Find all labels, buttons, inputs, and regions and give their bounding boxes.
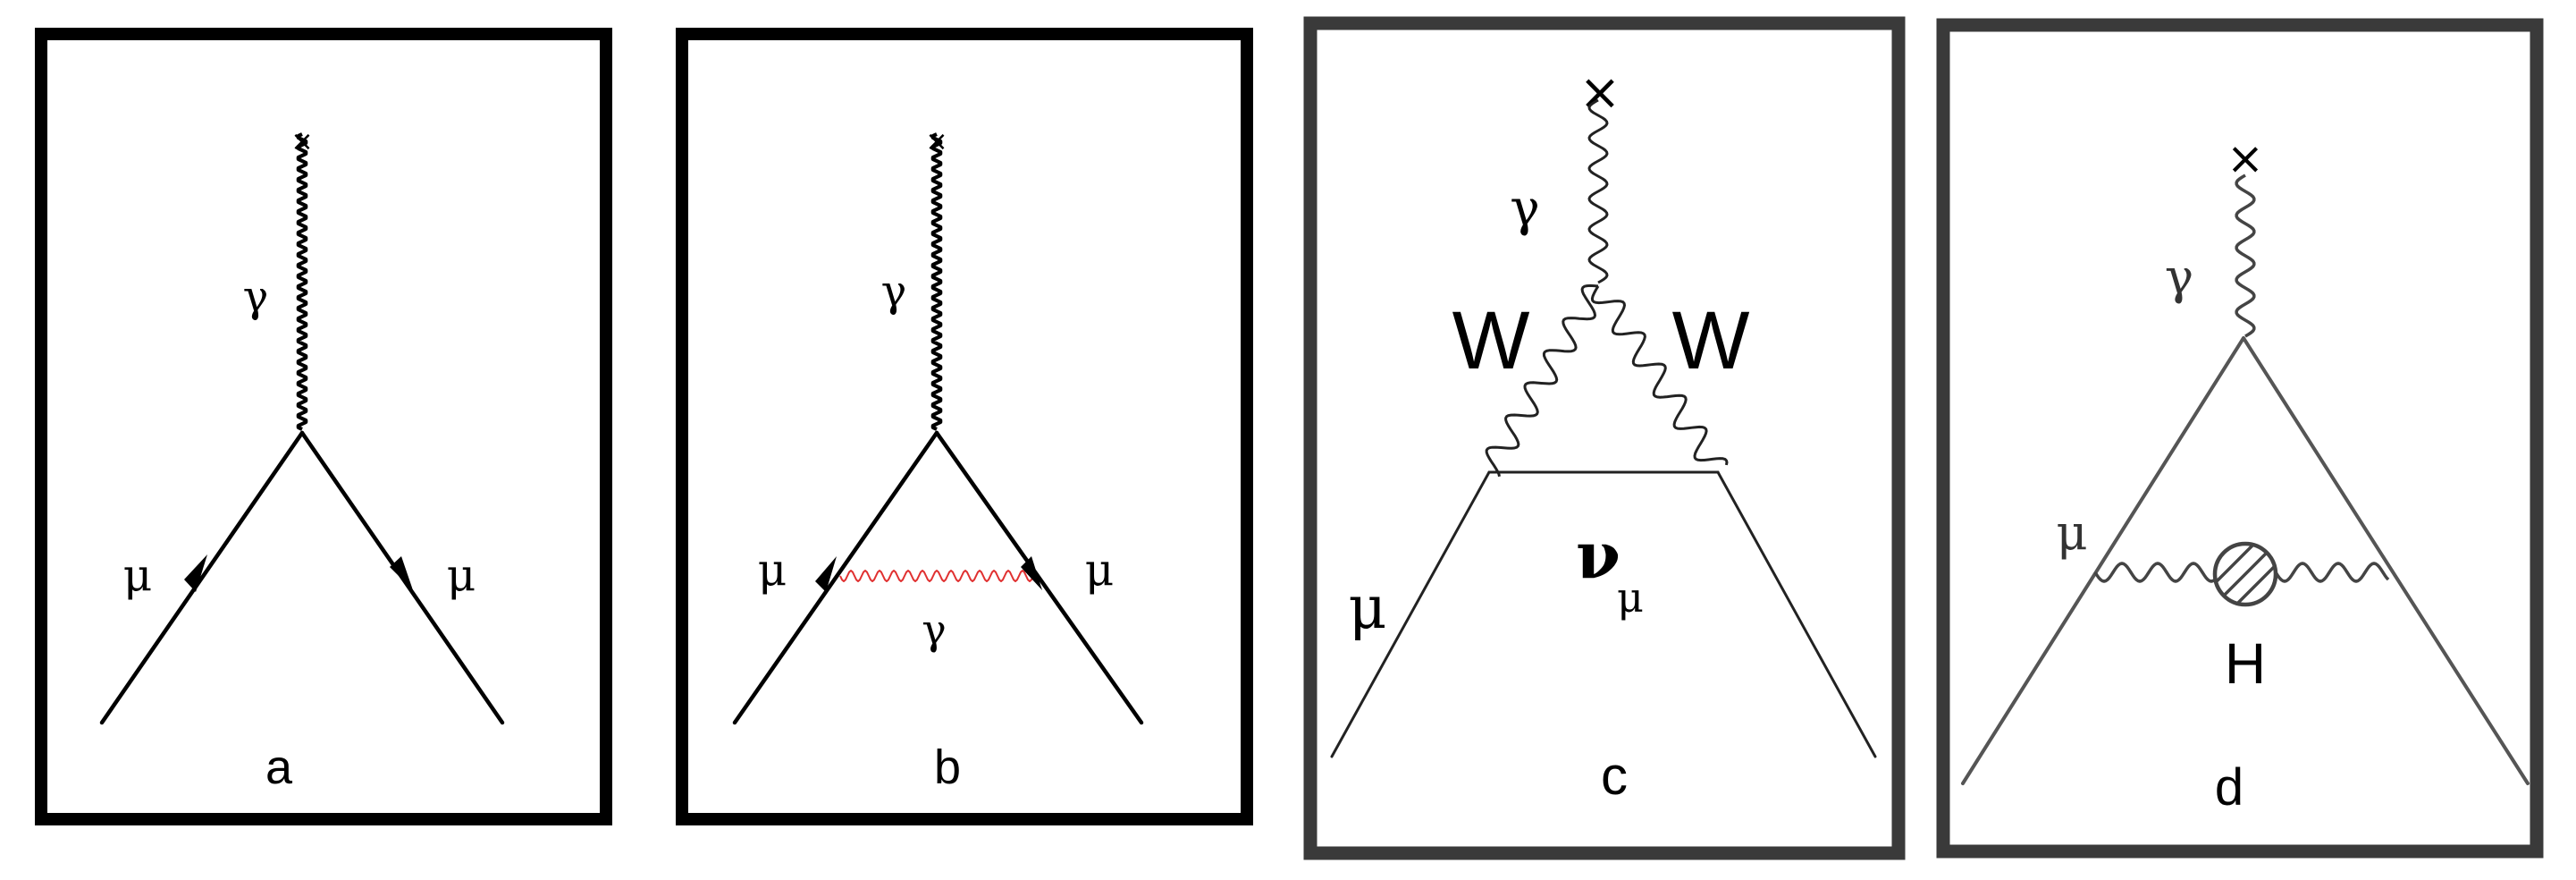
panel-b-muon-right-label: μ xyxy=(1085,544,1115,596)
panel-c-w-left-label: W xyxy=(1452,295,1530,386)
panel-d-frame xyxy=(1936,18,2544,859)
panel-c-w-left-line xyxy=(1485,283,1599,478)
panel-a-frame xyxy=(35,28,612,825)
panel-a-arrow-out xyxy=(390,556,413,590)
panel-c-w-right-label: W xyxy=(1672,295,1750,386)
panel-d-higgs-label: H xyxy=(2225,631,2266,696)
panel-d-muon-in-line xyxy=(1961,336,2245,785)
panel-d-higgs-blob xyxy=(2212,541,2278,607)
panel-d-muon-out-line xyxy=(2242,336,2530,785)
panel-a-arrow-in xyxy=(184,554,207,592)
panel-a-muon-left-label: μ xyxy=(123,549,153,601)
panel-b-caption: b xyxy=(934,740,961,794)
panel-b-loop-photon-line xyxy=(839,570,1036,582)
panel-d-photon-line xyxy=(2235,173,2256,338)
panel-b-photon-label: γ xyxy=(881,267,907,317)
panel-b: × γ μ μ γ b xyxy=(676,28,1253,825)
panel-b-loop-photon-label: γ xyxy=(922,605,947,654)
panel-c-w-right-line xyxy=(1590,285,1729,466)
panel-a-source-cross: × xyxy=(290,126,313,157)
panel-c-muon-in-line xyxy=(1330,470,1491,758)
panel-c-photon-label: γ xyxy=(1510,180,1539,238)
panel-a-photon-line xyxy=(296,132,308,431)
panel-c-source-cross: × xyxy=(1579,63,1621,122)
panel-b-muon-out-line xyxy=(934,430,1144,725)
panel-a-muon-in-line xyxy=(99,430,305,725)
panel-b-frame xyxy=(676,28,1253,825)
panel-b-arrow-out xyxy=(1021,556,1042,590)
panel-a-photon-label: γ xyxy=(243,272,269,322)
panel-b-muon-left-label: μ xyxy=(758,544,787,596)
panel-d: × γ μ H d xyxy=(1936,18,2544,859)
panel-b-photon-line xyxy=(930,132,943,431)
panel-a-caption: a xyxy=(265,740,293,794)
panel-c-caption: c xyxy=(1601,746,1628,806)
panel-c-muon-label: μ xyxy=(1349,573,1387,642)
panel-c-frame xyxy=(1303,16,1906,860)
panel-c: × γ W W μ ν μ c xyxy=(1303,16,1906,860)
panel-c-neutrino-subscript: μ xyxy=(1617,573,1644,622)
panel-d-photon-label: γ xyxy=(2165,249,2193,305)
panel-d-muon-label: μ xyxy=(2056,504,2087,561)
panel-c-photon-line xyxy=(1587,98,1609,284)
panel-d-loop-left-line xyxy=(2093,562,2217,583)
panel-c-muon-out-line xyxy=(1716,470,1877,758)
panel-c-neutrino-label: ν xyxy=(1576,517,1621,593)
panel-d-caption: d xyxy=(2215,758,2243,817)
panel-b-arrow-in xyxy=(815,556,837,592)
panel-d-loop-right-line xyxy=(2274,562,2390,583)
panel-a-muon-right-label: μ xyxy=(447,549,476,601)
panel-a: × γ μ μ a xyxy=(35,28,612,825)
panel-b-muon-in-line xyxy=(732,430,939,725)
panel-b-source-cross: × xyxy=(925,126,947,157)
